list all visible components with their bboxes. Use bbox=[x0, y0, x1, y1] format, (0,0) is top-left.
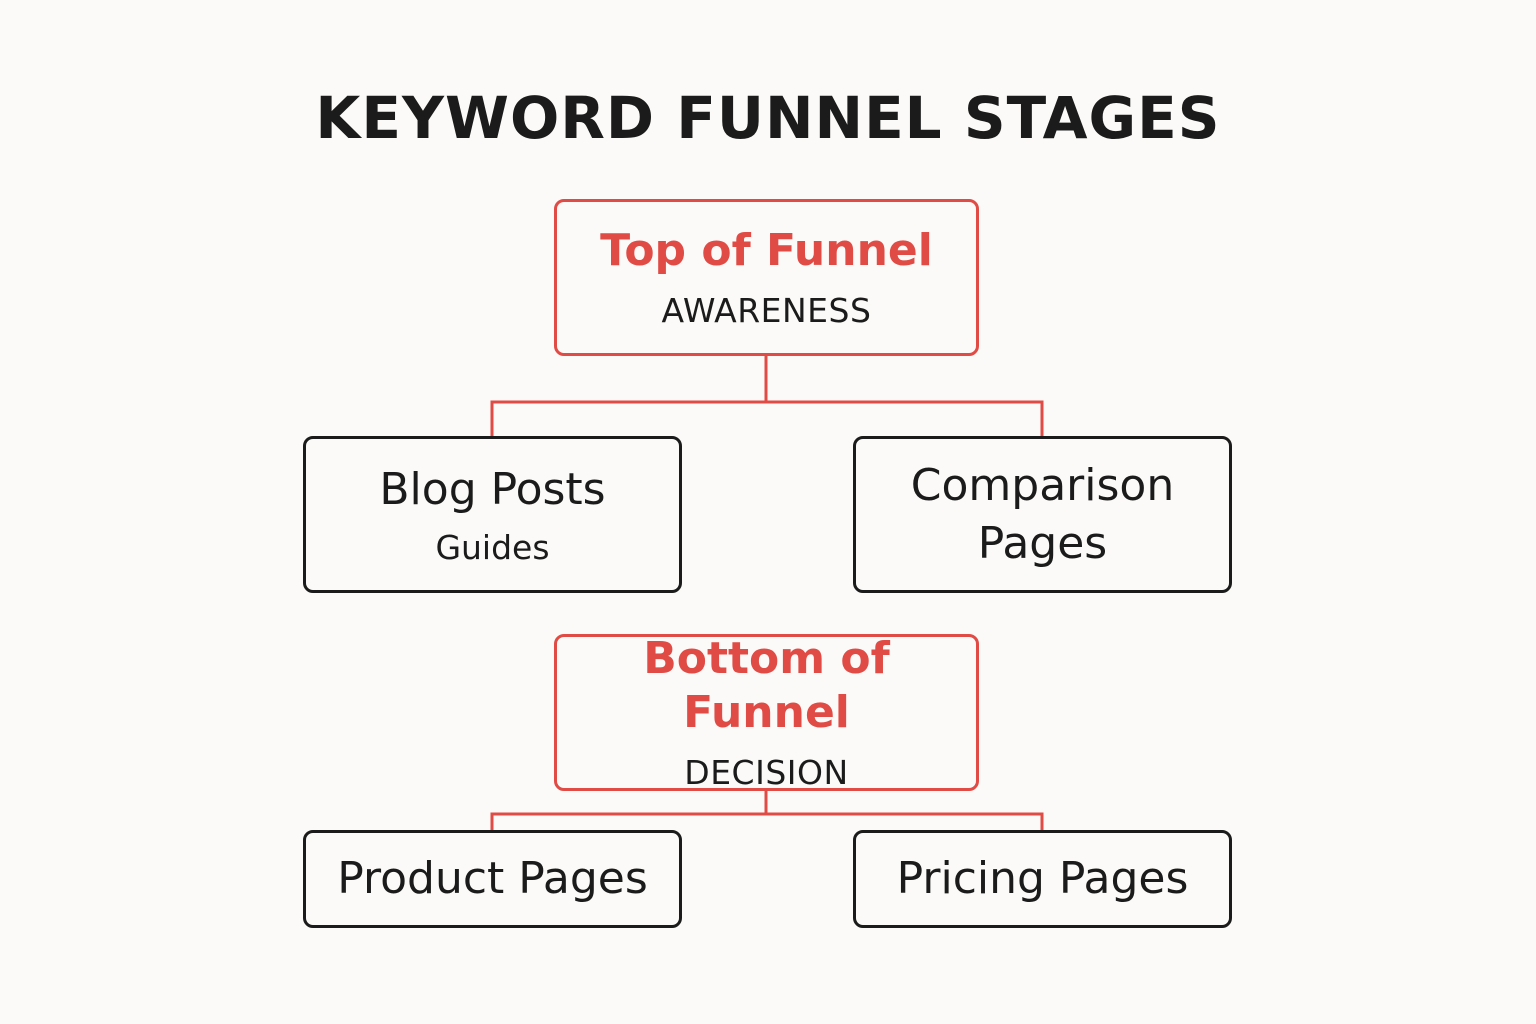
bottom-of-funnel-box: Bottom of Funnel DECISION bbox=[554, 632, 979, 792]
diagram-title: KEYWORD FUNNEL STAGES bbox=[315, 84, 1221, 152]
top-branch-connector bbox=[490, 400, 1044, 436]
stage-subtitle: AWARENESS bbox=[661, 290, 872, 330]
content-label: Blog Posts bbox=[379, 463, 606, 515]
top-of-funnel-box: Top of Funnel AWARENESS bbox=[554, 199, 979, 356]
blog-posts-box: Blog Posts Guides bbox=[303, 436, 682, 593]
content-label: Comparison Pages bbox=[910, 459, 1175, 569]
stage-name: Bottom of Funnel bbox=[643, 632, 890, 738]
content-label: Product Pages bbox=[337, 853, 648, 904]
pricing-pages-box: Pricing Pages bbox=[853, 830, 1232, 928]
bottom-branch-connector bbox=[490, 812, 1044, 830]
product-pages-box: Product Pages bbox=[303, 830, 682, 928]
stage-subtitle: DECISION bbox=[684, 752, 849, 792]
comparison-pages-box: Comparison Pages bbox=[853, 436, 1232, 593]
content-sublabel: Guides bbox=[435, 527, 550, 567]
stage-name: Top of Funnel bbox=[600, 224, 933, 276]
content-label: Pricing Pages bbox=[896, 853, 1189, 904]
